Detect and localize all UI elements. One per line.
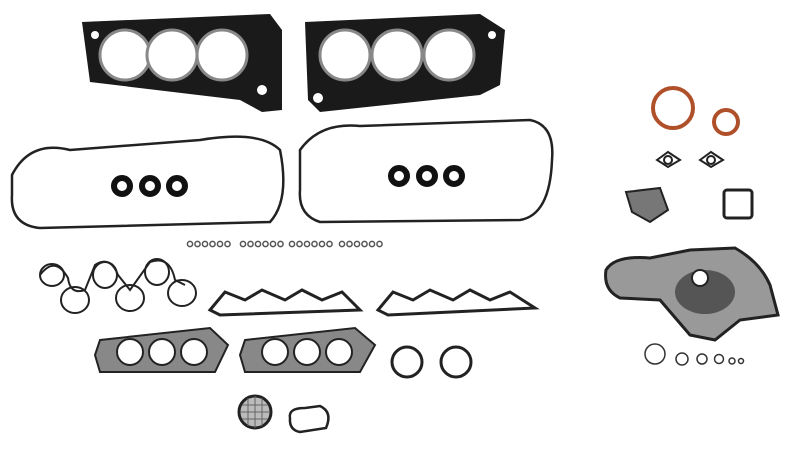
thermostat-gasket [624,186,670,224]
flange-gasket [288,404,330,434]
head-gasket-left [82,14,282,112]
washer [303,240,311,248]
washer [194,240,201,248]
washer [288,240,296,248]
head-gasket-right [305,14,505,112]
square-gasket [722,188,754,220]
cam-seal [712,108,740,136]
washer [368,240,376,248]
washer [338,240,346,248]
intake-manifold-gasket-left [207,288,364,317]
small-flange-gaskets [655,150,725,169]
washer [186,240,194,248]
ring-gasket [439,345,473,379]
washer [353,240,361,248]
tube-seals-left [111,175,188,197]
valve-cover-gasket-right [298,118,554,224]
o-rings [644,343,745,366]
tube-seals-right [388,165,465,187]
washer [262,240,269,248]
washer [376,240,383,248]
washer [346,240,353,248]
small-washers [186,240,383,248]
washer [216,240,224,248]
valve-cover-gasket-left [10,135,285,230]
exhaust-gasket-left [93,326,230,373]
washer [269,240,277,248]
exhaust-gasket-right [238,326,377,373]
ring-gasket [390,345,424,379]
washer [311,240,318,248]
intake-o-ring-gasket [39,258,197,314]
washer [326,240,333,248]
intake-manifold-gasket-right [375,288,540,317]
washer [361,240,368,248]
washer [318,240,326,248]
washer [247,240,254,248]
washer [254,240,262,248]
washer [239,240,247,248]
screen-gasket [237,394,273,430]
crank-seal-large [651,86,695,130]
water-pump-gasket [604,246,780,342]
washer [224,240,231,248]
washer [277,240,284,248]
washer [209,240,216,248]
washer [201,240,209,248]
washer [296,240,303,248]
